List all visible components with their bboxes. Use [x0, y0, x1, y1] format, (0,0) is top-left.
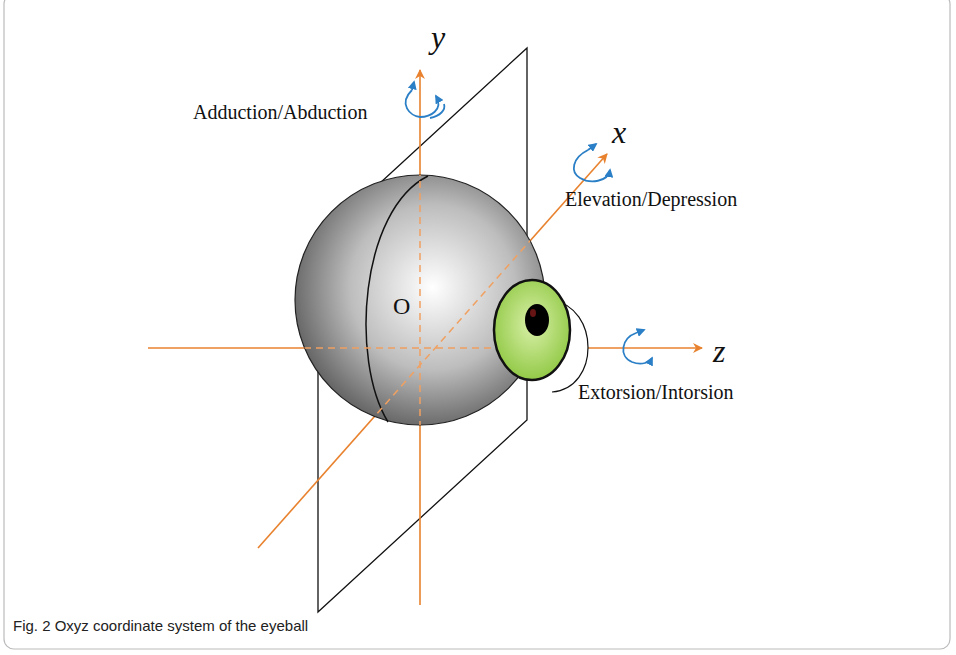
axis-label: x [612, 115, 626, 150]
motion-label: Extorsion/Intorsion [578, 381, 734, 403]
rotation-arrows [406, 82, 652, 364]
pupil [525, 304, 549, 336]
motion-label: Elevation/Depression [565, 188, 737, 210]
hidden-axes [258, 154, 607, 548]
axes [148, 70, 702, 605]
meridian [366, 176, 428, 422]
pupil-glint [530, 309, 536, 317]
axis-label: y [431, 20, 445, 55]
iris [494, 280, 570, 380]
frame [4, 0, 950, 649]
figure-caption: Fig. 2 Oxyz coordinate system of the eye… [13, 618, 308, 635]
motion-label: Adduction/Abduction [193, 101, 367, 123]
origin-label: O [393, 293, 410, 319]
axis-label: z [713, 334, 725, 369]
